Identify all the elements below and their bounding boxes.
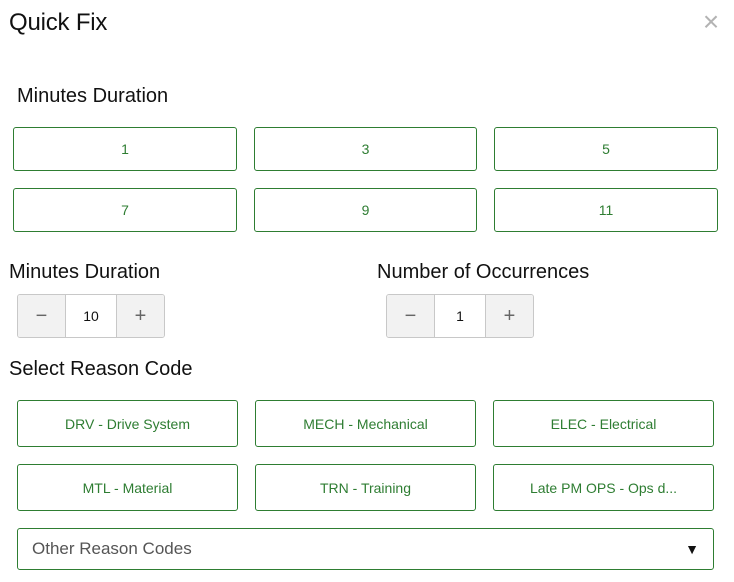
duration-value[interactable]: 10 — [65, 295, 117, 337]
reason-mech-button[interactable]: MECH - Mechanical — [255, 400, 476, 447]
duration-option-7[interactable]: 7 — [13, 188, 237, 232]
other-reason-codes-placeholder: Other Reason Codes — [32, 539, 192, 558]
duration-option-5[interactable]: 5 — [494, 127, 718, 171]
duration-option-11[interactable]: 11 — [494, 188, 718, 232]
reason-code-label: Select Reason Code — [9, 358, 193, 380]
reason-late-pm-ops-button[interactable]: Late PM OPS - Ops d... — [493, 464, 714, 511]
close-icon[interactable]: × — [702, 6, 720, 37]
duration-option-9[interactable]: 9 — [254, 188, 477, 232]
reason-drv-label: DRV - Drive System — [65, 415, 190, 432]
occurrences-value[interactable]: 1 — [434, 295, 486, 337]
duration-stepper: − 10 + — [17, 294, 165, 338]
dialog-title: Quick Fix — [9, 9, 108, 36]
occurrences-increment-button[interactable]: + — [486, 295, 533, 337]
duration-presets-label: Minutes Duration — [17, 85, 169, 107]
duration-decrement-button[interactable]: − — [18, 295, 65, 337]
duration-stepper-label: Minutes Duration — [9, 261, 161, 283]
duration-increment-button[interactable]: + — [117, 295, 164, 337]
reason-late-pm-ops-label: Late PM OPS - Ops d... — [529, 479, 678, 496]
reason-drv-button[interactable]: DRV - Drive System — [17, 400, 238, 447]
dropdown-arrow-icon: ▼ — [685, 541, 699, 557]
reason-mtl-button[interactable]: MTL - Material — [17, 464, 238, 511]
occurrences-decrement-button[interactable]: − — [387, 295, 434, 337]
duration-option-3[interactable]: 3 — [254, 127, 477, 171]
reason-elec-button[interactable]: ELEC - Electrical — [493, 400, 714, 447]
reason-mech-label: MECH - Mechanical — [303, 415, 428, 432]
reason-trn-label: TRN - Training — [319, 479, 412, 496]
duration-option-1[interactable]: 1 — [13, 127, 237, 171]
other-reason-codes-select[interactable]: Other Reason Codes ▼ — [17, 528, 714, 570]
occurrences-stepper: − 1 + — [386, 294, 534, 338]
reason-elec-label: ELEC - Electrical — [550, 415, 657, 432]
reason-trn-button[interactable]: TRN - Training — [255, 464, 476, 511]
reason-mtl-label: MTL - Material — [82, 479, 173, 496]
occurrences-stepper-label: Number of Occurrences — [377, 261, 590, 283]
